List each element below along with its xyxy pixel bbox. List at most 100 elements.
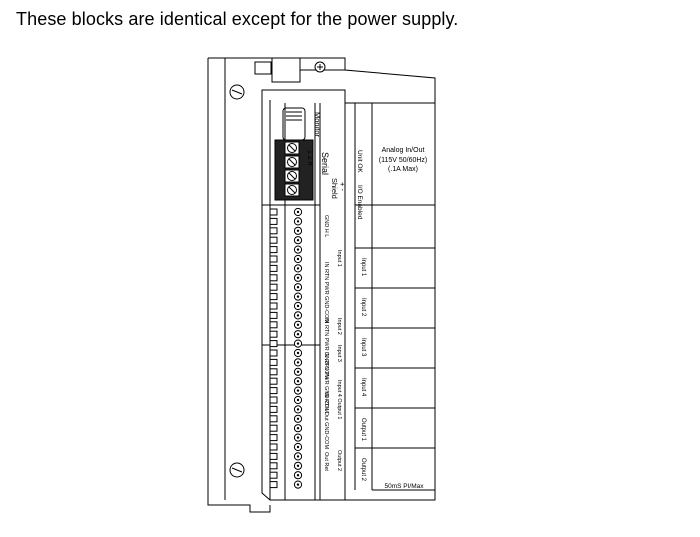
terminal-slot <box>269 424 278 432</box>
terminal-screw-icon <box>293 471 303 480</box>
terminal-slot <box>269 396 278 404</box>
terminal-screw-icon <box>293 301 303 311</box>
terminal-slot <box>269 311 278 319</box>
terminal-slot <box>269 330 278 338</box>
mounting-plate-left <box>207 58 271 513</box>
monitor-label: Monitor <box>313 112 322 138</box>
terminal-screw-icon <box>284 169 300 183</box>
terminal-screw-icon <box>293 461 303 470</box>
serial-screws <box>284 141 300 197</box>
terminal-screw-icon <box>293 442 303 452</box>
terminal-label: IN RTN Out GND-COM <box>323 392 329 449</box>
terminal-slot <box>269 377 278 385</box>
terminal-label: Input 1 <box>336 250 342 267</box>
terminal-screw-icon <box>293 377 303 386</box>
terminal-screw-icon <box>293 226 303 235</box>
terminal-slot <box>269 255 278 263</box>
terminal-label: Input 4 Output 1 <box>336 380 342 419</box>
title-line2: (115V 50/60Hz) <box>379 157 428 164</box>
terminal-slot <box>269 246 278 254</box>
terminal-slot <box>269 264 278 272</box>
left-terminal-column <box>269 208 278 489</box>
terminal-screw-icon <box>293 283 303 292</box>
ch-label: + - <box>338 182 347 191</box>
terminal-label: Out Ret <box>323 452 329 471</box>
terminal-screw-icon <box>284 141 300 155</box>
terminal-screw-icon <box>293 424 303 433</box>
terminal-label: Input 3 <box>336 345 342 362</box>
shield-label: Shield <box>330 178 339 199</box>
terminal-screw-icon <box>293 292 303 301</box>
terminal-slot <box>269 358 278 366</box>
terminal-slot <box>269 415 278 423</box>
terminal-screw-icon <box>293 236 303 245</box>
serial-label: Serial <box>320 152 330 175</box>
terminal-screw-icon <box>293 386 303 395</box>
terminal-screw-icon <box>293 452 303 461</box>
top-tab <box>254 61 272 75</box>
terminal-slot <box>269 462 278 470</box>
terminal-slot <box>269 452 278 460</box>
front-panel <box>261 89 436 501</box>
terminal-screw-icon <box>293 264 303 273</box>
io-enabled-label: I/O Enabled <box>356 185 363 220</box>
row-label: Output 2 <box>360 458 366 482</box>
terminal-screw-icon <box>293 217 303 226</box>
footer-label: 50mS PI/Max <box>384 483 424 490</box>
terminal-label: Output 2 <box>336 450 342 471</box>
terminal-screw-icon <box>293 358 303 367</box>
terminal-label: Input 2 <box>336 318 342 335</box>
row-label: Input 1 <box>360 258 366 277</box>
terminal-screw-icon <box>293 395 303 405</box>
terminal-screw-icon <box>293 367 303 376</box>
terminal-slot <box>269 217 278 225</box>
terminal-slot <box>269 434 278 442</box>
terminal-screw-icon <box>293 405 303 414</box>
terminal-slot <box>269 471 278 479</box>
terminal-screw-icon <box>293 245 303 254</box>
terminal-slot <box>269 368 278 376</box>
terminal-slot <box>269 443 278 451</box>
terminal-slot <box>269 349 278 357</box>
terminal-screw-icon <box>293 254 303 264</box>
title-line3: (.1A Max) <box>388 166 418 173</box>
row-label: Input 3 <box>360 338 366 357</box>
caption: These blocks are identical except for th… <box>16 9 459 29</box>
terminal-slot <box>269 405 278 413</box>
terminal-screw-icon <box>293 330 303 339</box>
terminal-slot <box>269 302 278 310</box>
terminal-screw-icon <box>293 339 303 348</box>
row-label: Output 1 <box>360 418 366 442</box>
terminal-label: IN RTN PWR GND-COM <box>323 352 329 413</box>
row-label: Input 4 <box>360 378 366 397</box>
terminal-screw-icon <box>284 183 300 197</box>
terminal-screw-icon <box>293 311 303 320</box>
terminal-label: IN RTN PWR GND-COM <box>323 262 329 323</box>
unit-ok-label: Unit OK <box>356 150 363 173</box>
terminal-screw-icon <box>293 433 303 442</box>
terminal-screw-icon <box>293 320 303 329</box>
screw-icon <box>229 84 245 478</box>
title-line1: Analog In/Out <box>382 147 425 154</box>
monitor-window <box>282 107 306 141</box>
row-label: Input 2 <box>360 298 366 317</box>
terminal-slot <box>269 227 278 235</box>
terminal-slot <box>269 283 278 291</box>
terminal-slot <box>269 340 278 348</box>
plus-screw-icon <box>314 61 326 73</box>
terminal-slot <box>269 236 278 244</box>
terminal-screw-icon <box>293 207 303 217</box>
terminal-screw-icon <box>293 480 303 489</box>
terminal-slot <box>269 208 278 216</box>
terminal-screw-icon <box>284 155 300 169</box>
terminal-slot <box>269 481 278 489</box>
terminal-screw-column <box>293 207 303 489</box>
terminal-slot <box>269 387 278 395</box>
terminal-label: GND H L <box>323 215 329 237</box>
terminal-slot <box>269 293 278 301</box>
terminal-slot <box>269 321 278 329</box>
terminal-label: IN RTN PWR GND-COM <box>323 318 329 379</box>
pins-label: 1 2 h <box>306 150 313 166</box>
terminal-screw-icon <box>293 273 303 282</box>
